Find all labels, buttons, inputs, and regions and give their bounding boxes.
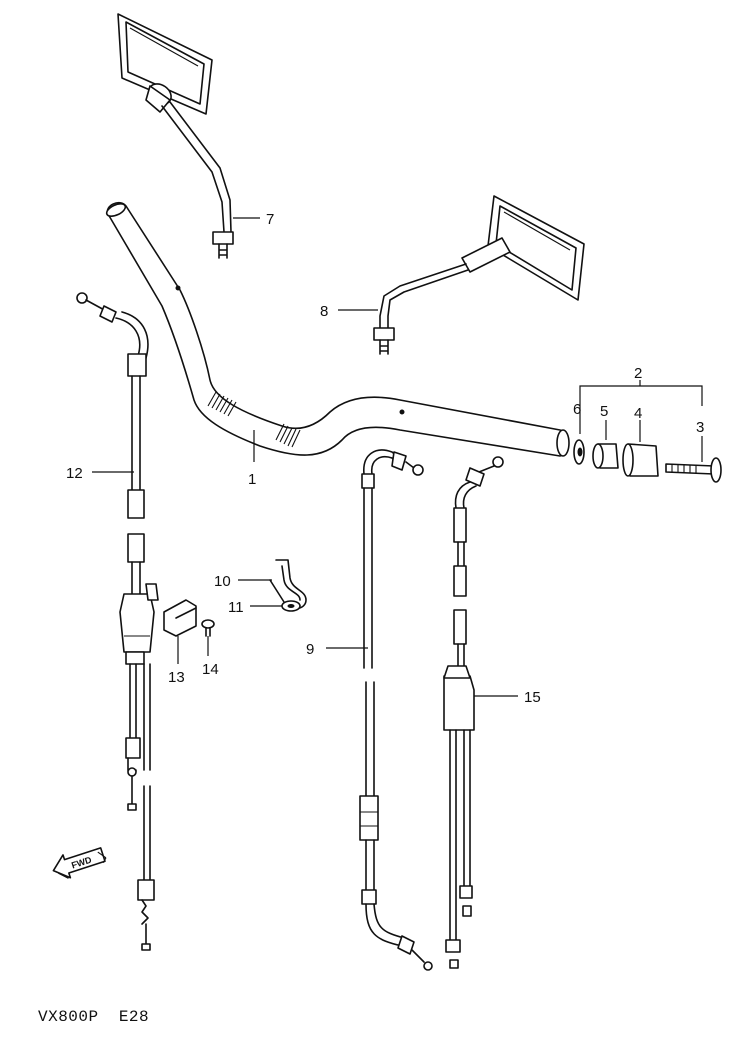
callout-8: 8 <box>320 303 328 320</box>
callout-7: 7 <box>266 211 274 228</box>
callout-9: 9 <box>306 641 314 658</box>
callout-3: 3 <box>696 419 704 436</box>
fwd-arrow: FWD <box>52 847 107 879</box>
part-1-handlebar <box>105 201 570 457</box>
part-12-cable <box>76 292 159 951</box>
callout-10: 10 <box>214 573 231 590</box>
leader-lines <box>92 217 518 697</box>
part-8-right-mirror <box>373 195 585 355</box>
callout-labels: 1 2 3 4 5 6 7 8 9 10 11 12 13 14 15 <box>66 211 704 706</box>
bar-end-assembly <box>573 380 722 483</box>
callout-2: 2 <box>634 365 642 382</box>
callout-5: 5 <box>600 403 608 420</box>
callout-13: 13 <box>168 669 185 686</box>
callout-11: 11 <box>228 599 244 616</box>
part-15-cable <box>443 456 504 969</box>
part-14-screw <box>201 619 215 637</box>
part-11-washer <box>281 600 301 612</box>
callout-15: 15 <box>524 689 541 706</box>
part-7-left-mirror <box>117 13 234 259</box>
callout-12: 12 <box>66 465 83 482</box>
callout-1: 1 <box>248 471 256 488</box>
callout-6: 6 <box>573 401 581 418</box>
callout-14: 14 <box>202 661 219 678</box>
diagram-caption: VX800P E28 <box>38 1008 150 1026</box>
part-13-bracket <box>163 599 197 637</box>
part-9-cable <box>359 449 433 971</box>
callout-4: 4 <box>634 405 642 422</box>
